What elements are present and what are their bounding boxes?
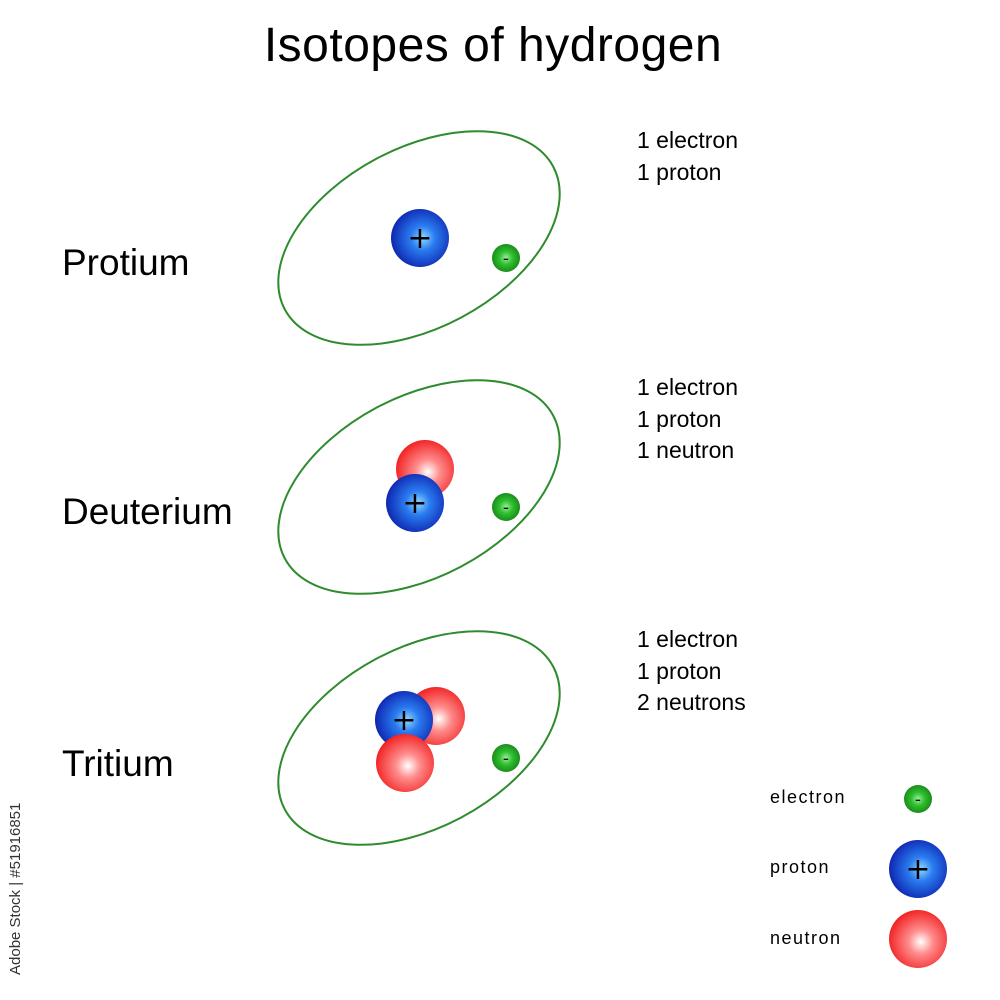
description-line: 1 proton <box>637 657 722 684</box>
deuterium-description: 1 electron 1 proton 1 neutron <box>637 372 738 467</box>
deuterium-atom: + - <box>277 379 561 595</box>
isotope-name-protium: Protium <box>62 242 190 283</box>
tritium-neutron-2 <box>376 734 434 792</box>
proton-plus-symbol: + <box>391 703 416 738</box>
legend-neutron-icon <box>889 910 947 968</box>
protium-orbit <box>277 130 561 346</box>
description-line: 2 neutrons <box>637 689 746 715</box>
deuterium-proton: + <box>386 474 444 532</box>
protium-electron: - <box>492 244 520 272</box>
description-line: 1 electron <box>637 127 739 153</box>
page-title: Isotopes of hydrogen <box>263 19 723 72</box>
description-line: 1 electron <box>637 626 739 652</box>
deuterium-electron: - <box>492 493 520 521</box>
stock-credit: Adobe Stock | #51916851 <box>7 802 24 975</box>
electron-minus-symbol: - <box>503 249 509 269</box>
description-line: 1 proton <box>637 158 722 185</box>
description-line: 1 proton <box>637 405 722 432</box>
legend-proton-icon: + <box>889 840 947 898</box>
proton-plus-symbol: + <box>402 486 427 521</box>
description-line: 1 electron <box>637 374 739 400</box>
isotope-name-deuterium: Deuterium <box>62 491 233 532</box>
protium-description: 1 electron 1 proton <box>637 125 738 188</box>
legend-label-neutron: neutron <box>770 928 842 948</box>
electron-minus-symbol: - <box>503 498 509 518</box>
electron-minus-symbol: - <box>915 790 921 810</box>
tritium-electron: - <box>492 744 520 772</box>
legend-label-electron: electron <box>770 787 847 807</box>
proton-plus-symbol: + <box>407 221 432 256</box>
tritium-atom: + - <box>277 630 561 846</box>
electron-minus-symbol: - <box>503 749 509 769</box>
tritium-description: 1 electron 1 proton 2 neutrons <box>637 624 746 719</box>
tritium-orbit <box>277 630 561 846</box>
proton-plus-symbol: + <box>905 852 930 887</box>
isotope-name-tritium: Tritium <box>62 743 174 784</box>
description-line: 1 neutron <box>637 437 735 463</box>
protium-atom: + - <box>277 130 561 346</box>
deuterium-orbit <box>277 379 561 595</box>
legend-label-proton: proton <box>770 857 831 877</box>
protium-proton: + <box>391 209 449 267</box>
legend-electron-icon: - <box>904 785 932 813</box>
tritium-proton: + <box>375 691 433 749</box>
